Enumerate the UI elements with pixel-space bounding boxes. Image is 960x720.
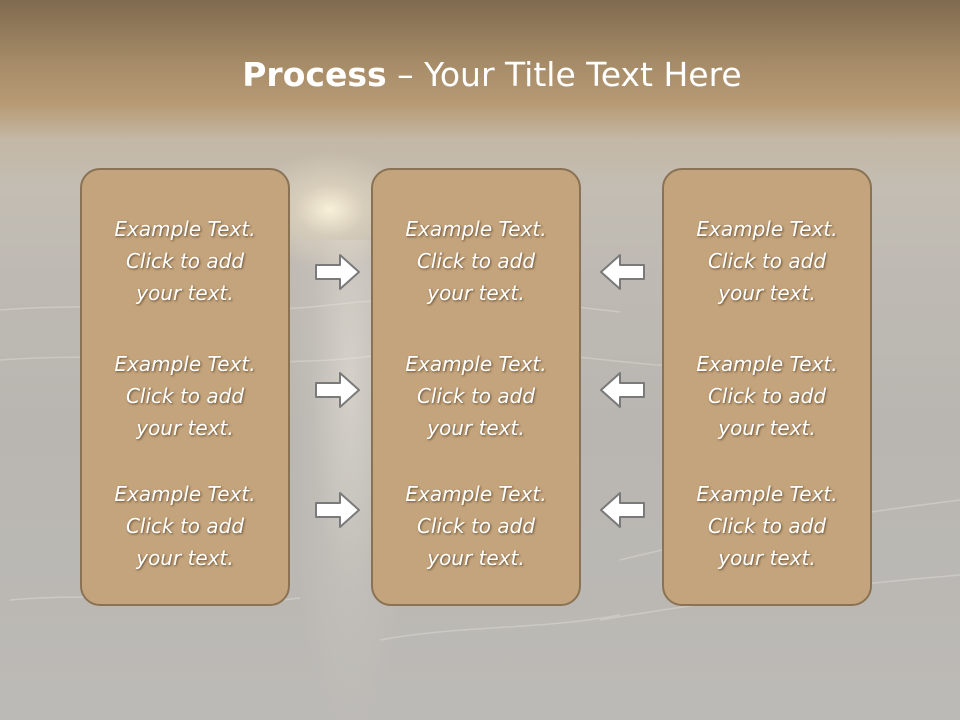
text-placeholder[interactable]: Example Text. Click to add your text. [114, 217, 256, 305]
column-left: Example Text. Click to add your text. Ex… [80, 168, 290, 606]
text-placeholder[interactable]: Example Text. Click to add your text. [405, 482, 547, 570]
arrow-left-icon [600, 254, 645, 290]
title-bold: Process [242, 55, 387, 94]
text-placeholder[interactable]: Example Text. Click to add your text. [696, 217, 838, 305]
text-placeholder[interactable]: Example Text. Click to add your text. [114, 482, 256, 570]
arrow-right-icon [315, 492, 360, 528]
column-right: Example Text. Click to add your text. Ex… [662, 168, 872, 606]
text-placeholder[interactable]: Example Text. Click to add your text. [114, 352, 256, 440]
arrow-right-icon [315, 254, 360, 290]
arrow-left-icon [600, 372, 645, 408]
text-placeholder[interactable]: Example Text. Click to add your text. [696, 352, 838, 440]
title-rest: – Your Title Text Here [386, 55, 742, 94]
arrow-left-icon [600, 492, 645, 528]
text-placeholder[interactable]: Example Text. Click to add your text. [405, 217, 547, 305]
slide-title[interactable]: Process – Your Title Text Here [0, 52, 960, 98]
text-placeholder[interactable]: Example Text. Click to add your text. [405, 352, 547, 440]
column-center: Example Text. Click to add your text. Ex… [371, 168, 581, 606]
text-placeholder[interactable]: Example Text. Click to add your text. [696, 482, 838, 570]
arrow-right-icon [315, 372, 360, 408]
